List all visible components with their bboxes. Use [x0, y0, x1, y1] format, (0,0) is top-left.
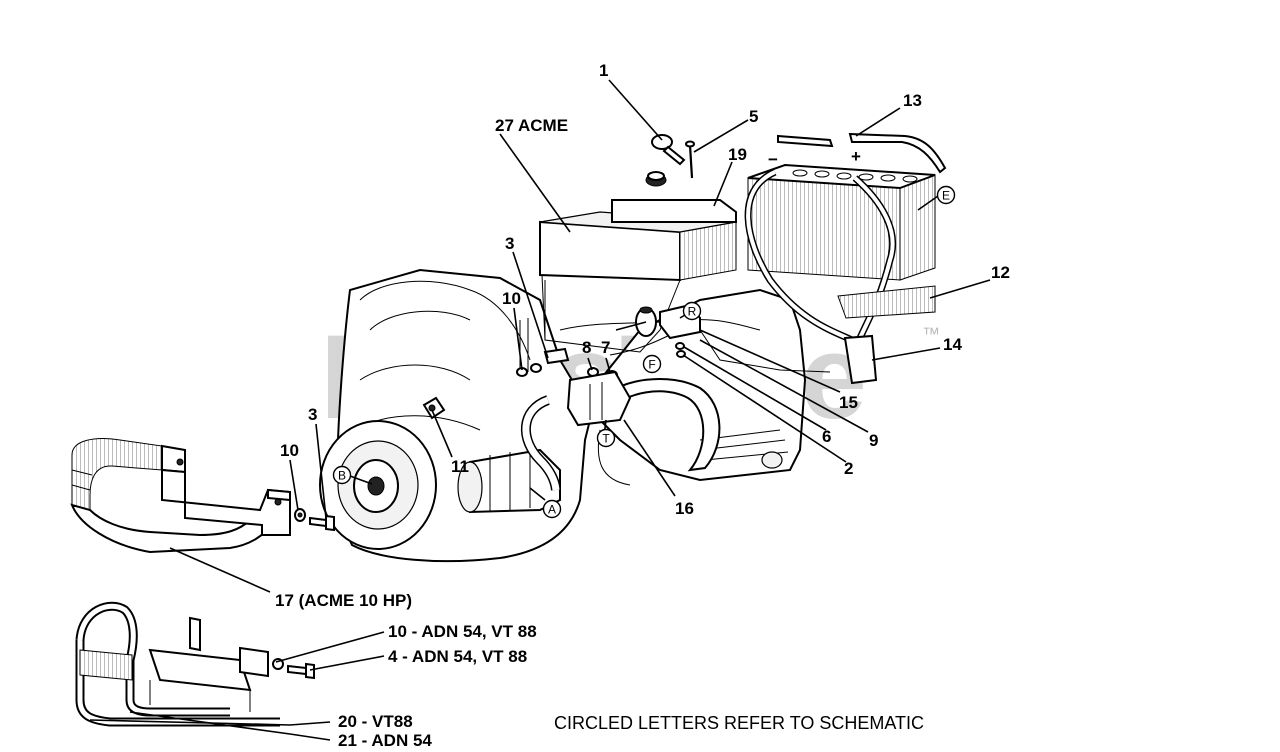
- callout-1: 1: [599, 61, 608, 80]
- callout-13: 13: [903, 91, 922, 110]
- footer-note: CIRCLED LETTERS REFER TO SCHEMATIC: [554, 713, 924, 733]
- battery-cables: [744, 168, 897, 385]
- schematic-refs: R F E T B A: [332, 185, 956, 519]
- schematic-ref-a: A: [542, 499, 562, 519]
- screw: [685, 140, 695, 179]
- svg-text:E: E: [942, 189, 950, 203]
- svg-text:B: B: [338, 469, 346, 483]
- battery: − +: [747, 147, 936, 281]
- schematic-ref-f: F: [642, 354, 662, 374]
- hose: [521, 395, 561, 491]
- cable-13: [777, 132, 947, 174]
- callout-16: 16: [675, 499, 694, 518]
- guard-fasteners: [294, 508, 335, 532]
- svg-text:F: F: [648, 358, 655, 372]
- schematic-ref-e: E: [936, 185, 956, 205]
- guard-17: [70, 438, 291, 554]
- callout-7: 7: [601, 338, 610, 357]
- battery-positive-mark: +: [851, 147, 861, 166]
- ignition-key: [651, 134, 686, 166]
- control-box: [539, 171, 737, 353]
- frame-20-21: [75, 601, 315, 727]
- callout-15: 15: [839, 393, 858, 412]
- callout-8: 8: [582, 338, 591, 357]
- callout-27: 27 ACME: [495, 116, 568, 135]
- svg-text:A: A: [548, 503, 556, 517]
- callout-5: 5: [749, 107, 758, 126]
- callout-2: 2: [844, 459, 853, 478]
- battery-negative-mark: −: [768, 150, 778, 169]
- engine-block: [319, 268, 807, 563]
- leader-lines: [89, 79, 991, 741]
- callout-10-upper: 10: [502, 289, 521, 308]
- callout-labels: 1 5 13 27 ACME 19 3 10 8 7 12 14 15 6 9 …: [275, 61, 1010, 750]
- svg-text:R: R: [688, 305, 697, 319]
- stator-ring: [566, 370, 721, 486]
- watermark-trademark: ™: [922, 324, 940, 344]
- callout-6: 6: [822, 427, 831, 446]
- callout-4-adn: 4 - ADN 54, VT 88: [388, 647, 527, 666]
- schematic-ref-b: B: [332, 465, 352, 485]
- callout-10-adn: 10 - ADN 54, VT 88: [388, 622, 537, 641]
- svg-text:T: T: [602, 432, 610, 446]
- callout-3-lower: 3: [308, 405, 317, 424]
- battery-tray: [837, 285, 936, 319]
- callout-17: 17 (ACME 10 HP): [275, 591, 412, 610]
- callout-20: 20 - VT88: [338, 712, 413, 731]
- schematic-ref-t: T: [596, 428, 616, 448]
- callout-10-lower: 10: [280, 441, 299, 460]
- callout-12: 12: [991, 263, 1010, 282]
- callout-11: 11: [451, 457, 469, 476]
- callout-21: 21 - ADN 54: [338, 731, 432, 750]
- schematic-ref-r: R: [682, 301, 702, 321]
- callout-14: 14: [943, 335, 962, 354]
- clip-11: [422, 396, 446, 420]
- callout-19: 19: [728, 145, 747, 164]
- callout-3-upper: 3: [505, 234, 514, 253]
- callout-9: 9: [869, 431, 878, 450]
